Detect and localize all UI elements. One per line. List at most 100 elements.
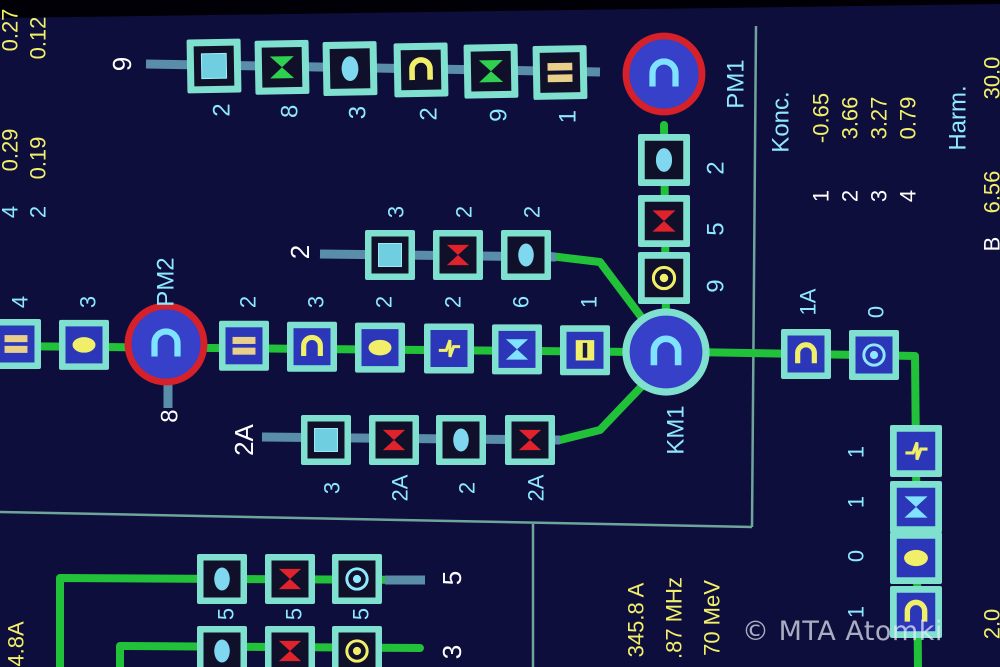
- photo-credit-watermark: © MTA Atomki: [742, 616, 943, 647]
- line-2a-element-3[interactable]: [436, 415, 486, 465]
- right-branch-element-2[interactable]: [849, 330, 899, 380]
- line-2a-end-label: 2A: [229, 423, 259, 455]
- konc-header: Konc.: [768, 91, 795, 152]
- bottom-line-2-element-1[interactable]: [197, 626, 247, 667]
- right-vertical-element-4[interactable]: [890, 586, 942, 638]
- magnet-km1[interactable]: [622, 308, 710, 396]
- top-line-element-1[interactable]: [186, 38, 242, 94]
- top-line-end-label: 9: [107, 57, 137, 71]
- top-line-number-6: 1: [555, 110, 582, 123]
- top-line-element-3[interactable]: [322, 41, 378, 97]
- pm1-vertical-element-3[interactable]: [638, 252, 690, 304]
- magnet-pm1-label: PM1: [723, 59, 750, 108]
- beamline-elements: [0, 32, 942, 667]
- middle-line-element-7[interactable]: [492, 324, 542, 375]
- readout-top-left-6: 2: [26, 206, 51, 218]
- bottom-left-value: 4.8A: [4, 621, 29, 667]
- konc-value-3: 3.27: [867, 97, 892, 140]
- bottom-line-end-label-1: 5: [437, 571, 467, 585]
- line-2a-element-2[interactable]: [369, 415, 419, 465]
- line-2-element-1[interactable]: [365, 230, 415, 280]
- middle-line-element-8[interactable]: [560, 325, 610, 376]
- top-line-number-4: 2: [416, 107, 443, 120]
- top-line-number-2: 8: [277, 105, 304, 118]
- right-vertical-number-3: 0: [844, 550, 869, 562]
- beam-param-2: .87 MHz: [662, 577, 687, 659]
- middle-line-element-2[interactable]: [59, 319, 109, 370]
- bottom-line-2-element-3[interactable]: [332, 626, 382, 667]
- line-2-end-label: 2: [285, 245, 315, 259]
- middle-line-element-3[interactable]: [219, 320, 269, 371]
- pm1-vertical-number-1: 2: [703, 161, 730, 174]
- middle-line-number-1: 4: [8, 296, 33, 308]
- pm1-vertical-element-1[interactable]: [638, 134, 690, 186]
- right-vertical-element-3[interactable]: [890, 532, 942, 584]
- right-branch-number-2: 0: [864, 306, 889, 318]
- middle-line-element-5[interactable]: [355, 322, 405, 373]
- readout-top-left-1: 0.27: [0, 9, 23, 52]
- top-shadow: [0, 0, 1000, 18]
- konc-value-4: 0.79: [896, 97, 921, 140]
- middle-line-number-6: 2: [441, 296, 466, 308]
- readout-top-left-5: 4: [0, 206, 23, 218]
- line-2a-element-4[interactable]: [505, 415, 555, 465]
- top-line-element-4[interactable]: [393, 42, 449, 98]
- right-vertical-number-1: 1: [844, 446, 869, 458]
- line-2-number-2: 2: [452, 206, 477, 218]
- harm-row-3: 30.0: [980, 57, 1000, 100]
- konc-index-2: 2: [838, 190, 863, 202]
- bottom-line-2-element-2[interactable]: [265, 626, 315, 667]
- middle-line-element-1[interactable]: [0, 319, 41, 369]
- bottom-line-number-3: 5: [349, 608, 374, 620]
- top-line-element-5[interactable]: [463, 43, 519, 99]
- middle-line-number-5: 2: [372, 296, 397, 308]
- line-2a-element-1[interactable]: [301, 415, 351, 465]
- konc-value-2: 3.66: [838, 97, 863, 140]
- line-2-element-2[interactable]: [433, 230, 483, 280]
- middle-line-element-6[interactable]: [424, 323, 474, 374]
- middle-line-element-4[interactable]: [287, 321, 337, 372]
- right-vertical-number-2: 1: [844, 496, 869, 508]
- middle-line-number-4: 3: [304, 296, 329, 308]
- bottom-line-element-3[interactable]: [332, 554, 382, 604]
- top-line-element-2[interactable]: [254, 39, 310, 95]
- top-line-number-5: 9: [486, 109, 513, 122]
- magnet-pm2-stub-label: 8: [157, 409, 184, 422]
- harm-row-2: 6.56: [980, 171, 1000, 214]
- readout-top-left-4: 0.19: [26, 137, 51, 180]
- konc-value-1: -0.65: [809, 93, 834, 143]
- beam-param-3: 70 MeV: [700, 580, 725, 656]
- bottom-line-element-1[interactable]: [197, 554, 247, 604]
- konc-index-1: 1: [809, 190, 834, 202]
- right-branch-number-1: 1A: [796, 288, 821, 315]
- right-vertical-element-1[interactable]: [890, 425, 942, 477]
- pm1-vertical-number-3: 9: [703, 279, 730, 292]
- right-vertical-element-2[interactable]: [890, 481, 942, 533]
- readout-top-left-3: 0.29: [0, 129, 23, 172]
- konc-index-3: 3: [867, 190, 892, 202]
- konc-index-4: 4: [896, 190, 921, 202]
- magnet-pm1[interactable]: [622, 32, 706, 116]
- line-2-element-3[interactable]: [501, 230, 551, 280]
- top-line-element-6[interactable]: [532, 45, 588, 100]
- pm1-vertical-number-2: 5: [703, 222, 730, 235]
- bottom-line-number-2: 5: [282, 608, 307, 620]
- right-branch-element-1[interactable]: [781, 329, 831, 379]
- magnet-km1-label: KM1: [663, 405, 690, 454]
- bottom-line-element-2[interactable]: [265, 554, 315, 604]
- right-vertical-number-4: 1: [844, 606, 869, 618]
- bottom-right-value: 2.0: [980, 609, 1000, 640]
- bottom-line-number-1: 5: [214, 608, 239, 620]
- magnet-pm2[interactable]: [124, 302, 208, 386]
- readout-top-left-2: 0.12: [26, 17, 51, 60]
- line-2-number-1: 3: [384, 206, 409, 218]
- bottom-line-end-label-2: 3: [437, 645, 467, 659]
- pm1-vertical-element-2[interactable]: [638, 195, 690, 247]
- line-2a-number-4: 2A: [524, 474, 549, 501]
- middle-line-number-3: 2: [236, 296, 261, 308]
- top-line-number-1: 2: [209, 103, 236, 116]
- middle-line-number-2: 3: [76, 296, 101, 308]
